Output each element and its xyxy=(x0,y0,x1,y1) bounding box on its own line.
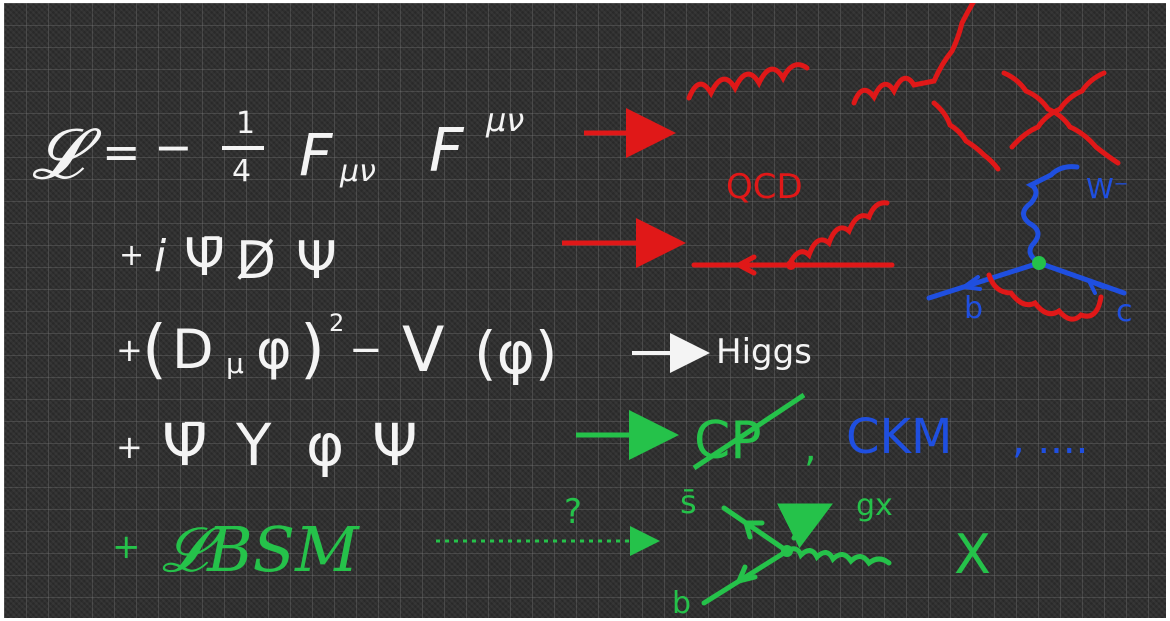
square-superscript: 2 xyxy=(329,309,344,337)
three-gluon-vertex-lower xyxy=(931,100,1001,172)
D-subscript: μ xyxy=(226,347,244,380)
qg-vertex-dot xyxy=(786,260,796,270)
qcd-label: QCD xyxy=(726,167,803,207)
c-quark-arrow xyxy=(1087,279,1105,295)
b-arrow xyxy=(736,564,758,584)
b-to-c-w-loop-diagram xyxy=(926,164,1127,322)
phi-4: φ xyxy=(306,411,344,479)
w-boson-line xyxy=(1021,164,1080,266)
open-paren: ( xyxy=(142,313,167,387)
gluon-propagator xyxy=(686,62,810,101)
field-strength-F1: F xyxy=(299,121,334,189)
b-label-bsm: b xyxy=(672,586,691,618)
covariant-derivative-D: D xyxy=(172,318,214,381)
w-minus-label: W⁻ xyxy=(1086,172,1128,205)
dark-x-arrow xyxy=(777,503,833,549)
imaginary-i: i xyxy=(154,231,167,282)
bsm-decay-diagram xyxy=(701,503,892,606)
phi-3: φ xyxy=(256,318,292,381)
etc-label: , .... xyxy=(1012,417,1088,463)
x-particle-label: X xyxy=(954,523,991,586)
psi-2: Ψ xyxy=(296,231,337,291)
psi-bar-4: Ψ̄ xyxy=(162,411,208,479)
plus-sign-2: + xyxy=(119,238,144,273)
potential-argument: (φ) xyxy=(474,319,558,387)
blackboard: 𝓛 = − 1 4 F μν F μν QCD + i Ψ̄ D̸ Ψ xyxy=(4,3,1166,618)
F2-superscript: μν xyxy=(485,101,524,139)
minus-sign-3: − xyxy=(349,327,383,373)
sbar-line xyxy=(721,505,790,554)
higgs-label: Higgs xyxy=(716,332,812,372)
plus-sign-3: + xyxy=(116,331,143,369)
four-gluon-vertex-leg2 xyxy=(1009,70,1107,150)
b-quark-arrow xyxy=(962,275,982,291)
minus-sign: − xyxy=(154,120,193,174)
line-1-gauge-term: 𝓛 = − 1 4 F μν F μν xyxy=(32,101,524,195)
b-quark-label: b xyxy=(964,291,983,326)
dark-x-line xyxy=(784,546,892,567)
quark-arrow xyxy=(736,254,757,276)
psi-4: Ψ xyxy=(372,411,418,479)
four-gluon-vertex-leg1 xyxy=(1001,70,1121,166)
gluon-self-interaction-diagrams xyxy=(686,3,1121,172)
plus-sign-5: + xyxy=(112,527,141,567)
question-mark: ? xyxy=(564,492,582,532)
fraction-denominator: 4 xyxy=(232,154,251,189)
line-4-yukawa-term: + Ψ̄ Y φ Ψ xyxy=(116,411,418,479)
line-2-fermion-kinetic-term: + i Ψ̄ D̸ Ψ xyxy=(119,228,337,291)
field-strength-F2: F xyxy=(429,116,465,186)
cp-comma: , xyxy=(804,425,817,471)
line-3-higgs-term: + ( D μ φ ) 2 − V (φ) xyxy=(116,309,558,387)
bsm-vertex-dot xyxy=(781,545,793,557)
three-gluon-vertex-upper xyxy=(851,3,976,106)
psi-bar-2: Ψ̄ xyxy=(184,228,225,288)
fraction-numerator: 1 xyxy=(236,106,255,141)
c-quark-label: c xyxy=(1116,294,1133,329)
yukawa-Y: Y xyxy=(235,411,272,479)
sbar-label: s̄ xyxy=(680,483,697,521)
line-5-bsm-term: + 𝓛BSM xyxy=(112,513,360,586)
equals-sign: = xyxy=(102,125,141,179)
gluon-loop xyxy=(986,272,1104,322)
cp-strikethrough xyxy=(692,392,806,471)
dark-x-label: gx xyxy=(856,488,893,523)
plus-sign-4: + xyxy=(116,428,143,466)
d-slash: D̸ xyxy=(236,231,276,291)
potential-V: V xyxy=(402,313,444,386)
sbar-arrow xyxy=(743,520,765,540)
ckm-label: CKM xyxy=(846,409,952,465)
gluon-emission xyxy=(786,200,890,268)
handwriting-canvas: 𝓛 = − 1 4 F μν F μν QCD + i Ψ̄ D̸ Ψ xyxy=(32,3,1133,618)
lagrangian-symbol: 𝓛 xyxy=(32,113,102,195)
bsm-lagrangian: 𝓛BSM xyxy=(162,513,360,586)
F1-subscript: μν xyxy=(339,154,376,189)
effective-vertex-dot xyxy=(1032,256,1046,270)
close-paren: ) xyxy=(300,313,325,387)
